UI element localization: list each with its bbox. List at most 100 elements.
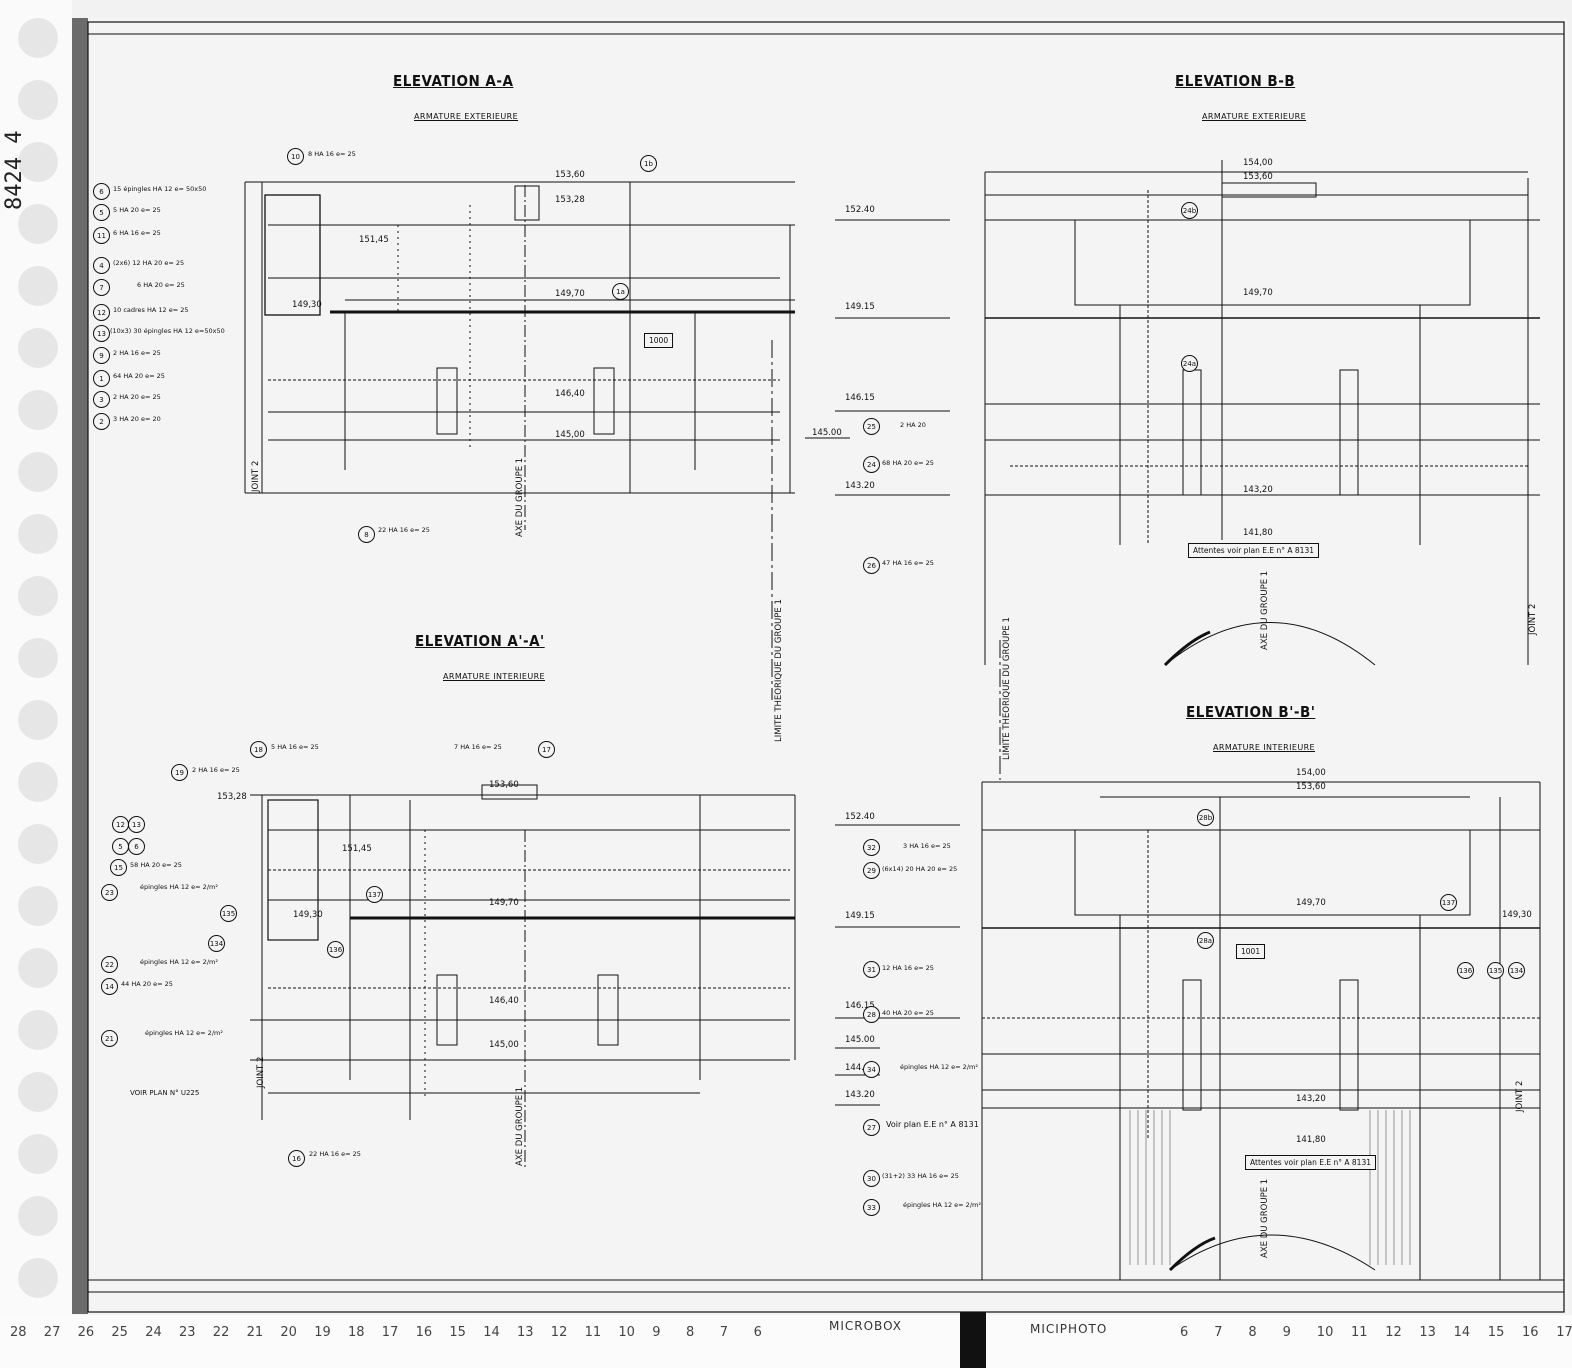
film-perforation [18, 142, 58, 182]
bar-mark: 7 [93, 279, 110, 296]
view-title-aa: ELEVATION A-A [393, 72, 514, 90]
level-label: 149,70 [489, 898, 519, 908]
bar-mark: 137 [1440, 894, 1457, 911]
bar-mark: 134 [1508, 962, 1525, 979]
bar-mark: 12 [112, 816, 129, 833]
limit-label: LIMITE THEORIQUE DU GROUPE 1 [1002, 617, 1012, 760]
bar-spec: 40 HA 20 e= 25 [882, 1009, 934, 1017]
scale-number: 15 [449, 1325, 466, 1340]
bar-mark: 25 [863, 418, 880, 435]
film-perforation [18, 328, 58, 368]
ref-tag: 1001 [1236, 944, 1266, 959]
bar-spec: épingles HA 12 e= 2/m² [140, 883, 218, 891]
bar-mark: 14 [101, 978, 118, 995]
film-perforation [18, 886, 58, 926]
bar-spec: épingles HA 12 e= 2/m² [145, 1029, 223, 1037]
scale-number: 8 [686, 1325, 695, 1340]
scale-number: 23 [179, 1325, 196, 1340]
scale-number: 7 [719, 1325, 729, 1340]
limit-label: LIMITE THEORIQUE DU GROUPE 1 [774, 599, 784, 742]
bar-spec: 5 HA 16 e= 25 [271, 743, 319, 751]
level-label: 153,60 [555, 170, 585, 180]
film-perforation [18, 638, 58, 678]
scale-number: 17 [381, 1325, 399, 1340]
bar-mark: 135 [220, 905, 237, 922]
film-perforation [18, 1134, 58, 1174]
joint-label: JOINT 2 [1528, 603, 1538, 635]
bar-mark: 13 [93, 325, 110, 342]
bar-mark: 3 [93, 391, 110, 408]
bar-mark: 4 [93, 257, 110, 274]
bar-spec: Voir plan E.E n° A 8131 [886, 1120, 979, 1129]
level-label: 152.40 [845, 205, 875, 215]
bar-spec: 5 HA 20 e= 25 [113, 206, 161, 214]
scale-number: 13 [517, 1325, 534, 1340]
scale-number: 18 [348, 1325, 365, 1340]
level-label: 153,28 [217, 792, 247, 802]
bar-mark: 136 [327, 941, 344, 958]
level-label: 144.10 [845, 1063, 875, 1073]
film-clip [960, 1312, 986, 1368]
scale-number: 7 [1214, 1325, 1223, 1340]
view-title-a2: ELEVATION A'-A' [415, 632, 545, 650]
film-perforation [18, 266, 58, 306]
bar-mark: 19 [171, 764, 188, 781]
level-label: 149,30 [1502, 910, 1532, 920]
level-label: 153,60 [489, 780, 519, 790]
film-perforation [18, 824, 58, 864]
scale-number: 14 [483, 1325, 500, 1340]
bar-spec: 22 HA 16 e= 25 [309, 1150, 361, 1158]
film-perforation [18, 1258, 58, 1298]
bar-mark: 8 [358, 526, 375, 543]
level-label: 153,28 [555, 195, 585, 205]
film-perforation [18, 1196, 58, 1236]
scale-number: 16 [1522, 1325, 1539, 1340]
brand-miciphoto: MICIPHOTO [1030, 1322, 1108, 1336]
level-label: 145,00 [489, 1040, 519, 1050]
bar-mark: 9 [93, 347, 110, 364]
bar-mark: 15 [110, 859, 127, 876]
scale-number: 14 [1453, 1325, 1471, 1340]
attentes-note: Attentes voir plan E.E n° A 8131 [1188, 543, 1319, 558]
level-label: 143.20 [845, 1090, 875, 1100]
bar-mark: 22 [101, 956, 118, 973]
level-label: 141,80 [1243, 528, 1273, 538]
bar-mark: 136 [1457, 962, 1474, 979]
attentes-note: Attentes voir plan E.E n° A 8131 [1245, 1155, 1376, 1170]
film-perforation [18, 700, 58, 740]
film-perforation [18, 762, 58, 802]
level-label: 143,20 [1243, 485, 1273, 495]
bar-mark: 34 [863, 1061, 880, 1078]
level-label: 149,70 [1243, 288, 1273, 298]
scale-number: 11 [1351, 1325, 1368, 1340]
bar-mark: 31 [863, 961, 880, 978]
bar-mark: 6 [93, 183, 110, 200]
level-label: 151,45 [359, 235, 389, 245]
axis-label: AXE DU GROUPE 1 [1260, 1178, 1270, 1258]
bar-mark: 11 [93, 227, 110, 244]
bar-spec: 3 HA 16 e= 25 [903, 842, 951, 850]
scale-number: 12 [550, 1325, 568, 1340]
level-label: 143,20 [1296, 1094, 1326, 1104]
film-perforation [18, 204, 58, 244]
bar-mark: 17 [538, 741, 555, 758]
view-title-bb: ELEVATION B-B [1175, 72, 1296, 90]
scale-number: 22 [212, 1325, 230, 1340]
bar-mark: 28b [1197, 809, 1214, 826]
bar-spec: 6 HA 20 e= 25 [137, 281, 185, 289]
bar-spec: 58 HA 20 e= 25 [130, 861, 182, 869]
bar-mark: 23 [101, 884, 118, 901]
view-subtitle-bb: ARMATURE EXTERIEURE [1202, 112, 1307, 121]
bar-spec: 2 HA 20 [900, 421, 926, 429]
bar-mark: 137 [366, 886, 383, 903]
bar-mark: 32 [863, 839, 880, 856]
bar-mark: 24a [1181, 355, 1198, 372]
bar-mark: 21 [101, 1030, 118, 1047]
level-label: 154,00 [1296, 768, 1326, 778]
level-label: 149,30 [292, 300, 322, 310]
bar-spec: (2x6) 12 HA 20 e= 25 [113, 259, 185, 267]
bar-mark: 29 [863, 862, 880, 879]
bar-mark: 24b [1181, 202, 1198, 219]
level-label: 149.15 [845, 911, 875, 921]
bar-spec: 3 HA 20 e= 20 [113, 415, 161, 423]
